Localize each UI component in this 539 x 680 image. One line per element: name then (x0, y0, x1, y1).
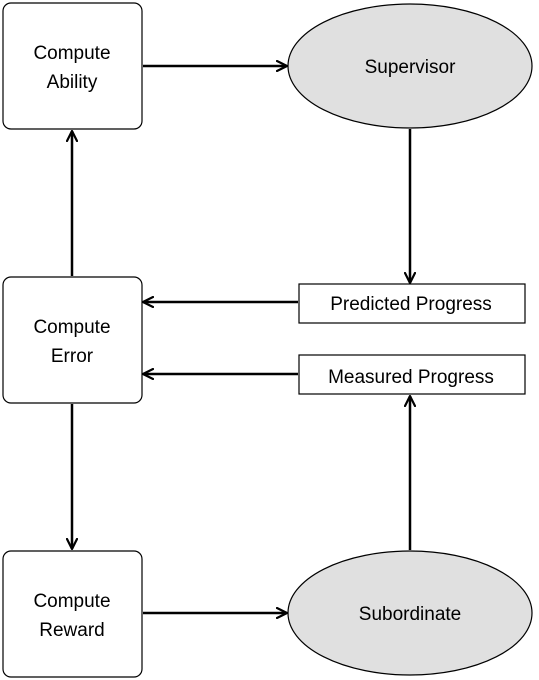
supervisor-label: Supervisor (365, 57, 456, 78)
measured-progress-node: Measured Progress (298, 354, 526, 395)
compute-ability-label-line1: Compute (33, 43, 110, 64)
supervisor-node: Supervisor (287, 3, 533, 129)
measured-progress-label: Measured Progress (328, 367, 494, 388)
compute-error-node: Compute Error (2, 276, 143, 404)
predicted-progress-label: Predicted Progress (330, 294, 492, 315)
predicted-progress-node: Predicted Progress (298, 283, 526, 324)
compute-ability-node: Compute Ability (2, 2, 143, 130)
compute-reward-label-line2: Reward (39, 620, 104, 641)
compute-ability-label-line2: Ability (47, 72, 98, 93)
compute-error-label-line2: Error (51, 346, 94, 367)
subordinate-label: Subordinate (359, 604, 461, 625)
subordinate-node: Subordinate (287, 550, 533, 676)
compute-reward-label-line1: Compute (33, 591, 110, 612)
compute-reward-node: Compute Reward (2, 550, 143, 678)
compute-error-label-line1: Compute (33, 317, 110, 338)
